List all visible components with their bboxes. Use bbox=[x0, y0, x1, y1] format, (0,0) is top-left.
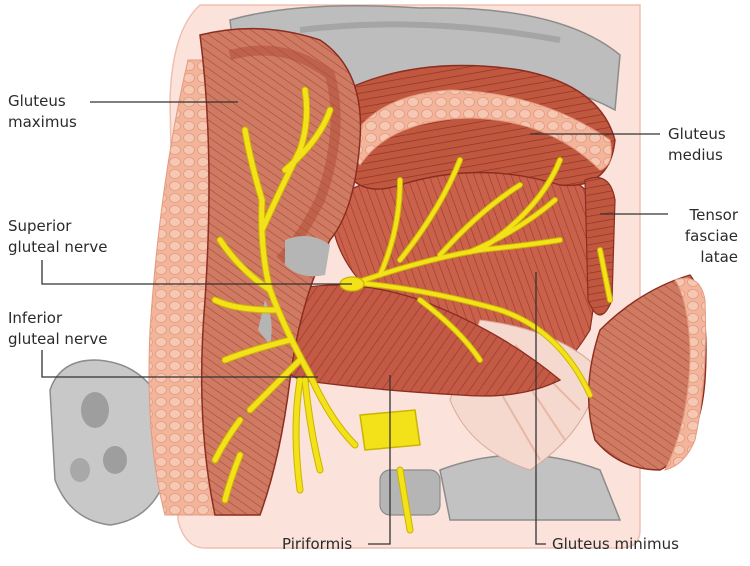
label-inferior-gluteal-nerve: Inferior gluteal nerve bbox=[8, 309, 108, 348]
leader-inferior-gluteal-nerve bbox=[41, 350, 318, 378]
label-gluteus-maximus: Gluteus maximus bbox=[8, 92, 77, 131]
label-gluteus-minimus: Gluteus minimus bbox=[552, 535, 679, 553]
label-tensor-fasciae-latae: Tensor fasciae latae bbox=[684, 206, 738, 266]
label-piriformis: Piriformis bbox=[282, 535, 353, 553]
label-superior-gluteal-nerve: Superior gluteal nerve bbox=[8, 217, 108, 256]
leader-piriformis bbox=[368, 375, 391, 545]
label-gluteus-medius: Gluteus medius bbox=[668, 125, 726, 164]
leader-gluteus-minimus bbox=[535, 272, 546, 545]
sacrum-bone bbox=[49, 359, 166, 526]
reflected-muscle-flap-right bbox=[587, 274, 707, 471]
superior-gluteal-nerve bbox=[339, 157, 613, 398]
femur-bone bbox=[379, 454, 622, 521]
gluteus-maximus-muscle bbox=[199, 27, 362, 516]
gluteus-medius-muscle bbox=[335, 64, 616, 190]
leader-superior-gluteal-nerve bbox=[41, 260, 352, 285]
leader-lines bbox=[41, 101, 668, 545]
inferior-gluteal-nerve bbox=[211, 86, 359, 504]
